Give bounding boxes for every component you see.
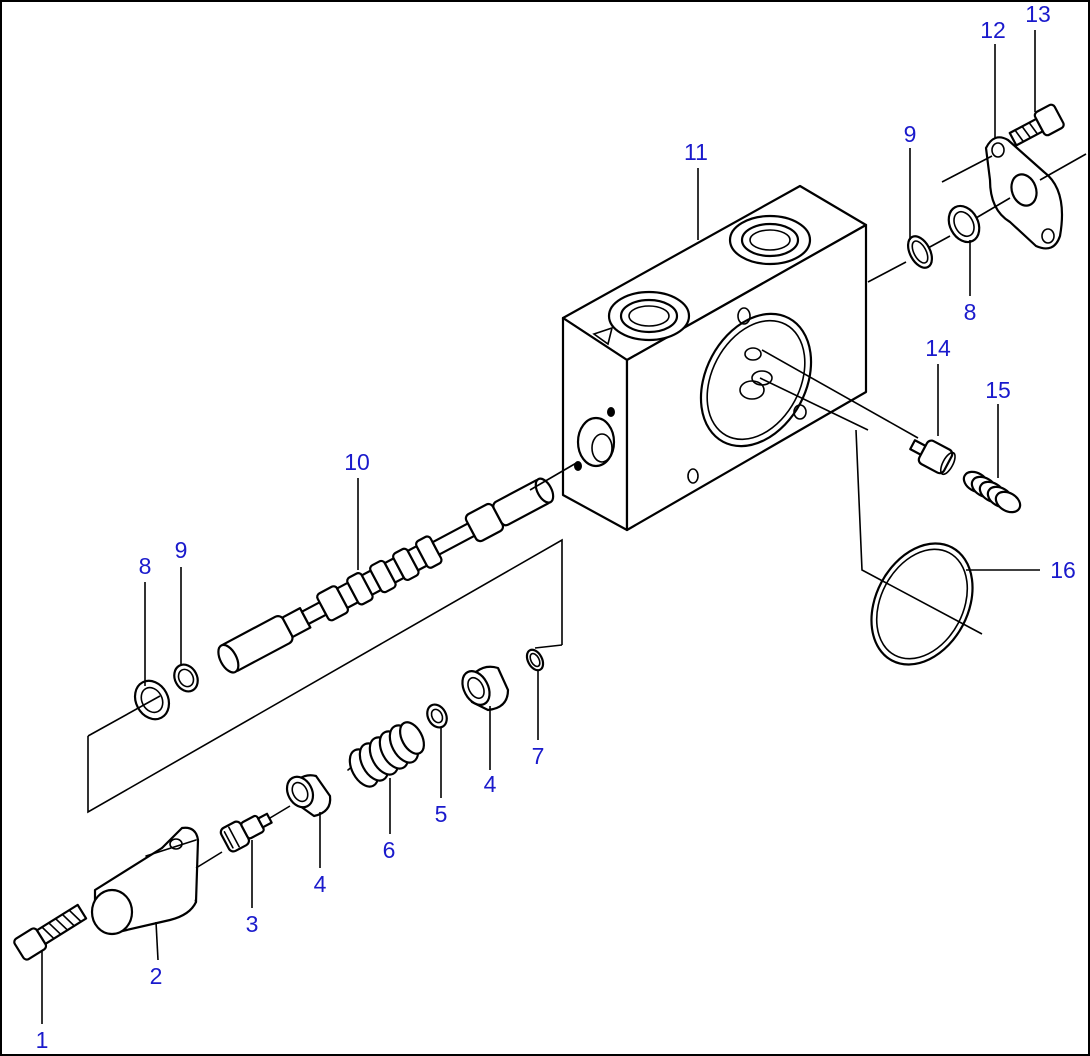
callout-15: 15: [985, 377, 1011, 403]
bolt: [13, 903, 88, 961]
callouts: 1 2 3 4 6 5 4 7 8 9 10 11 9 8 12 13 14 1…: [36, 1, 1076, 1053]
cover-bolt: [1008, 103, 1065, 147]
callout-10: 10: [344, 449, 370, 475]
washer-5: [426, 703, 448, 729]
o-ring: [870, 542, 974, 666]
piston-cap: [90, 826, 200, 936]
callout-9-left: 9: [175, 537, 188, 563]
seal-right: [947, 204, 981, 244]
callout-4-upper: 4: [484, 771, 497, 797]
plug: [219, 812, 273, 853]
callout-7: 7: [532, 743, 545, 769]
callout-11: 11: [684, 139, 708, 165]
leader-lines: [41, 30, 1040, 1024]
spring-retainer-lower: [285, 774, 332, 818]
callout-16: 16: [1050, 557, 1076, 583]
backup-ring-left: [173, 663, 199, 693]
callout-1: 1: [36, 1027, 49, 1053]
callout-9-right: 9: [904, 121, 917, 147]
callout-2: 2: [150, 963, 163, 989]
sleeve: [909, 439, 956, 476]
callout-3: 3: [246, 911, 259, 937]
callout-13: 13: [1025, 1, 1051, 27]
cover-plate: [984, 136, 1064, 250]
callout-6: 6: [383, 837, 396, 863]
callout-14: 14: [925, 335, 951, 361]
snap-ring-7: [525, 648, 545, 672]
relief-spring: [962, 470, 1022, 514]
callout-5: 5: [435, 801, 448, 827]
callout-8-right: 8: [964, 299, 977, 325]
spool: [217, 477, 555, 674]
callout-8-left: 8: [139, 553, 152, 579]
callout-12: 12: [980, 17, 1006, 43]
spring-retainer-upper: [461, 665, 510, 712]
backup-ring-right: [906, 235, 934, 269]
assembly-lines: [87, 153, 1087, 869]
callout-4-lower: 4: [314, 871, 327, 897]
valve-body: [561, 184, 868, 532]
spring: [347, 721, 426, 788]
